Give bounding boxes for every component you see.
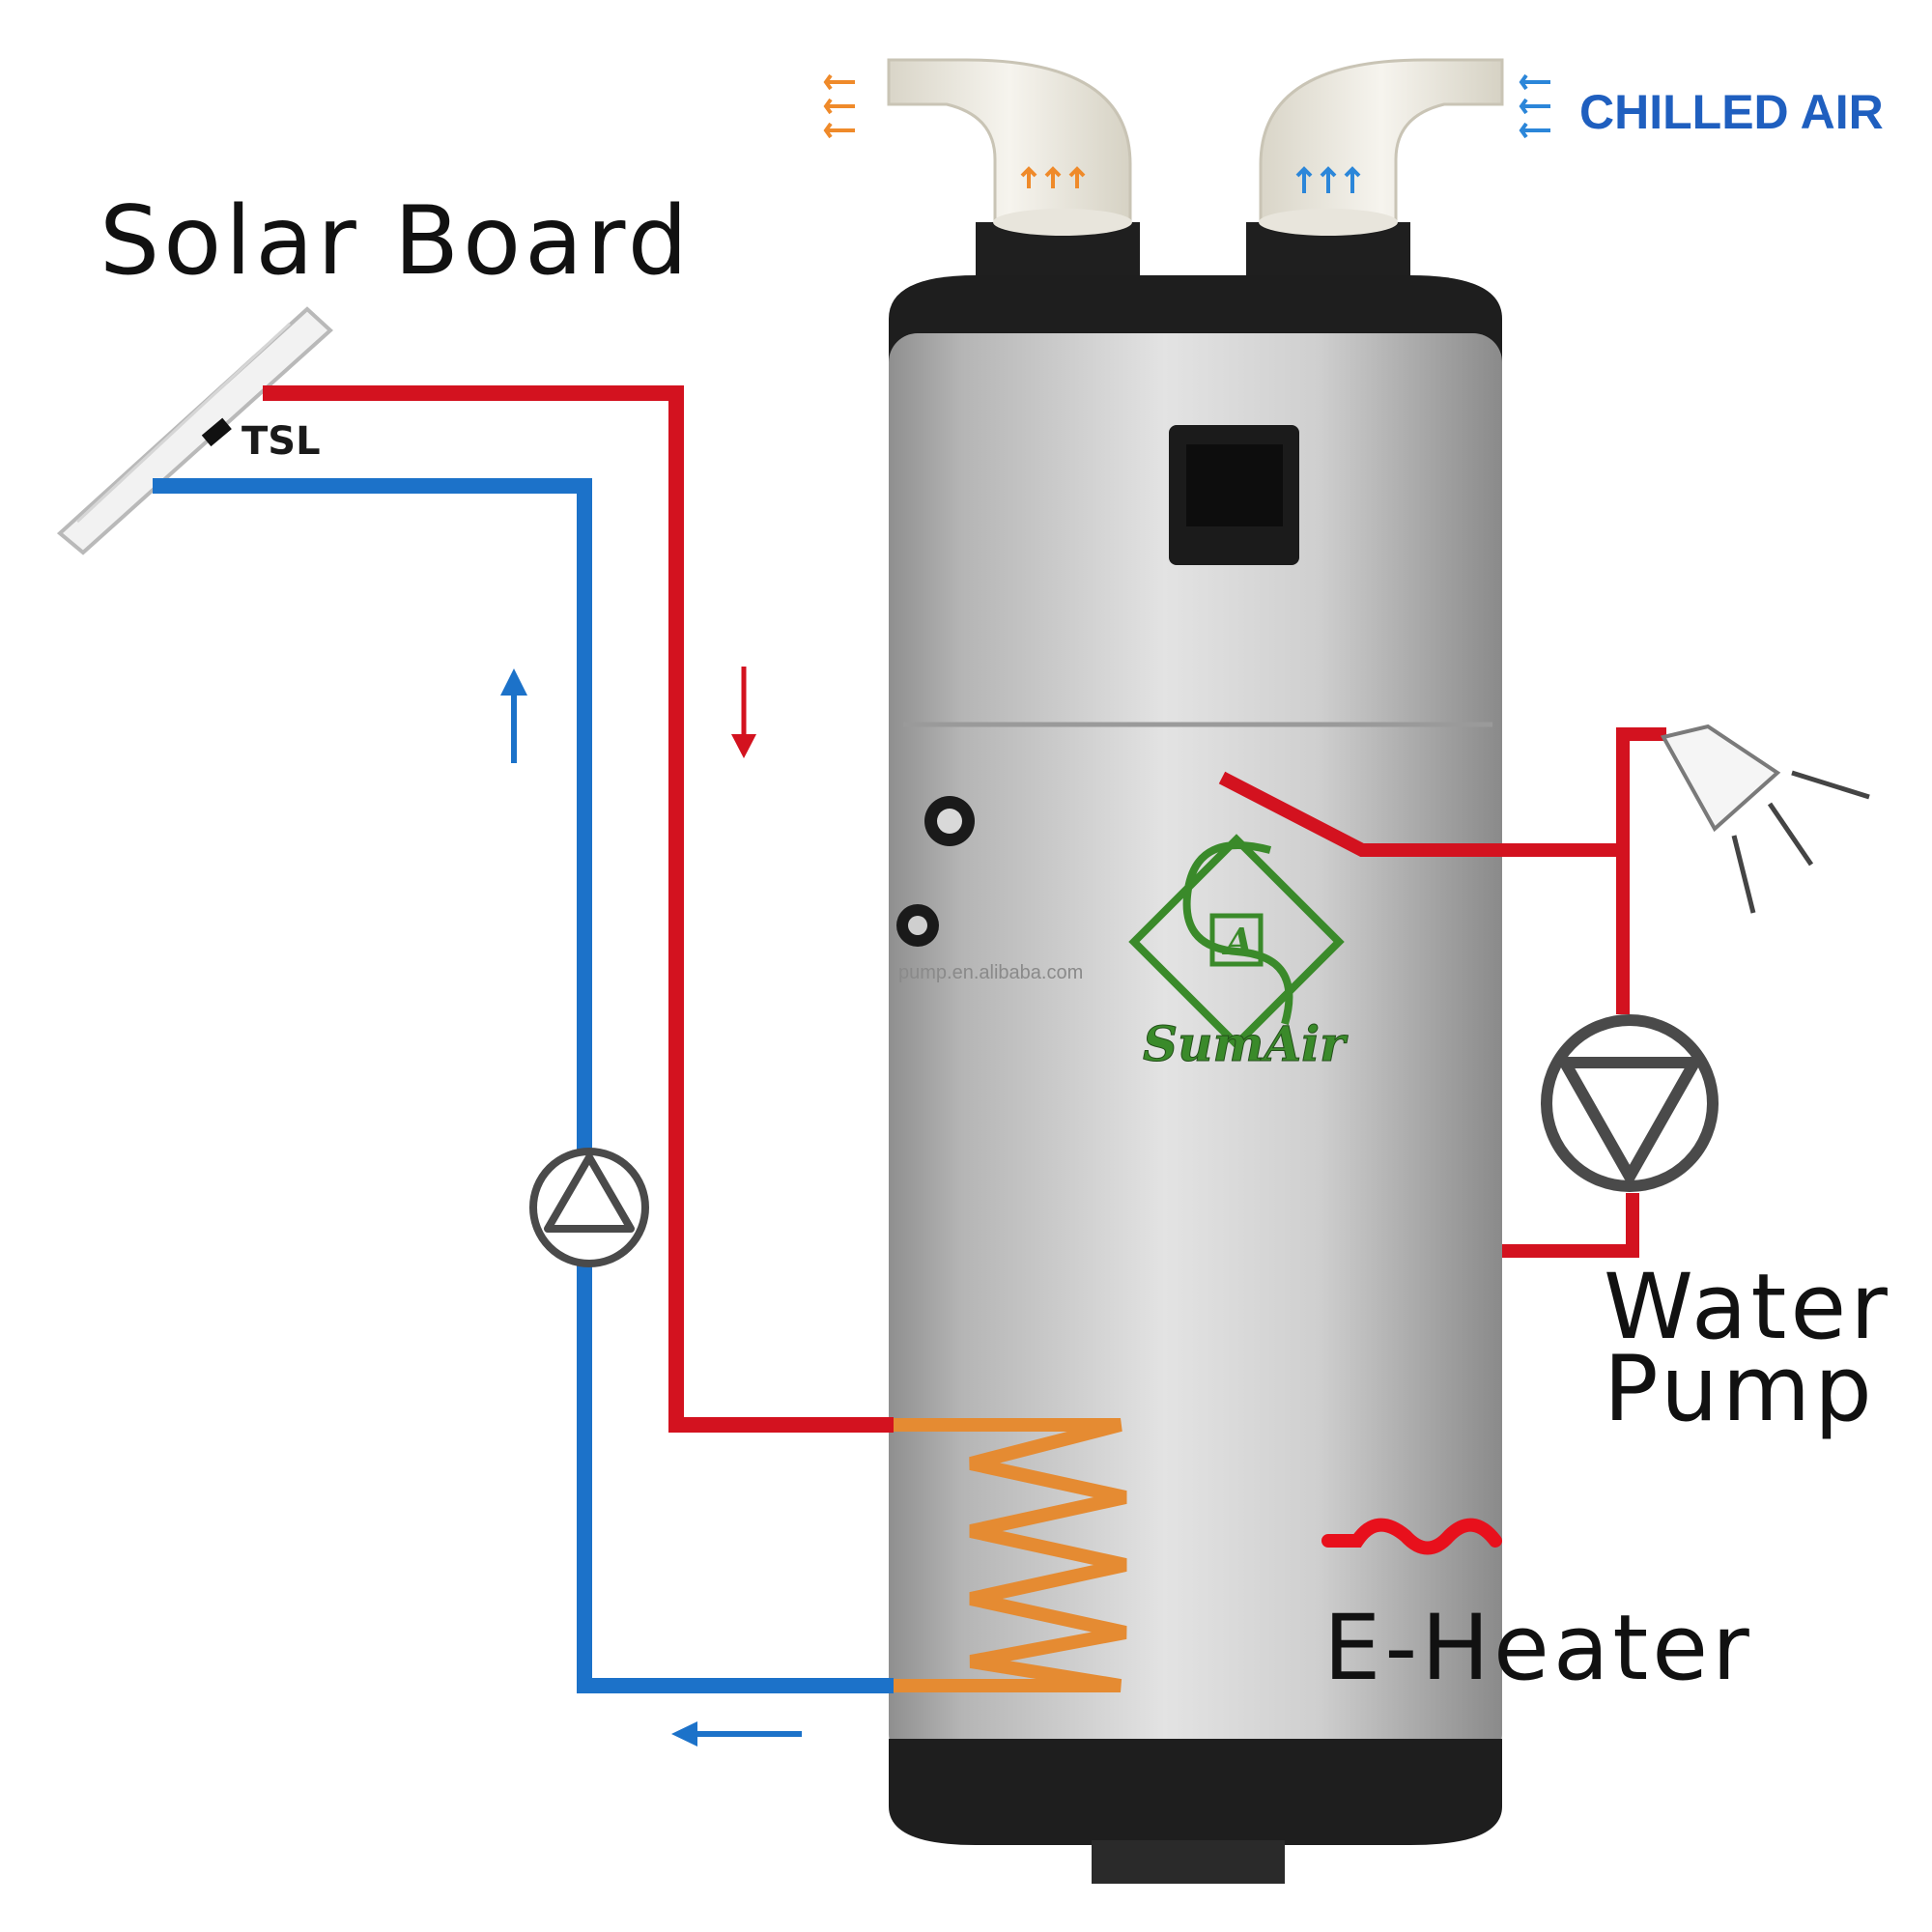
solar-hot-supply-pipe [263, 385, 894, 1433]
logo-letter: A [1222, 920, 1253, 963]
logo-swirl [1182, 841, 1293, 1026]
heating-element-icon [1321, 1518, 1502, 1555]
exhaust-duct-left [887, 58, 1132, 236]
watermark-text: pump.en.alibaba.com [898, 962, 1083, 983]
solar-cold-return-pipe [153, 478, 894, 1693]
tank-body [889, 333, 1502, 1763]
brand-name: SumAir [1143, 1015, 1349, 1072]
e-heater-label: E-Heater [1323, 1596, 1753, 1701]
water-pump-label-line1: Water [1604, 1255, 1891, 1360]
temperature-sensor-tsl: TSL [201, 417, 321, 464]
tank-foot [1092, 1840, 1285, 1884]
shower-head-icon [1660, 724, 1870, 914]
water-pump-return-pipe [1502, 1193, 1639, 1258]
upper-water-fitting-inner [937, 809, 962, 834]
water-pump-label-line2: Pump [1604, 1337, 1876, 1442]
solar-panel-icon [56, 306, 333, 555]
sumair-logo: A SumAir [1128, 834, 1350, 1073]
flow-up-arrow-icon [500, 668, 527, 763]
exhaust-duct-right [1259, 58, 1504, 236]
solar-coil-icon [894, 1418, 1127, 1692]
tank-bottom-cap [889, 1739, 1502, 1845]
flow-left-arrow-icon [671, 1721, 802, 1747]
flow-down-arrow-icon [731, 667, 756, 758]
control-display-screen [1186, 444, 1283, 526]
hot-water-outlet-pipe [1218, 771, 1623, 857]
tsl-label: TSL [242, 419, 321, 464]
solar-board-label: Solar Board [99, 186, 692, 297]
chilled-air-arrows-icon [1295, 73, 1550, 193]
circulation-pump-icon [529, 1148, 649, 1267]
chilled-air-label: CHILLED AIR [1579, 85, 1884, 139]
shower-supply-pipe [1616, 727, 1666, 850]
water-pump-icon [1541, 1014, 1719, 1192]
warm-air-arrows-icon [823, 73, 1086, 188]
lower-water-fitting-inner [908, 916, 927, 935]
